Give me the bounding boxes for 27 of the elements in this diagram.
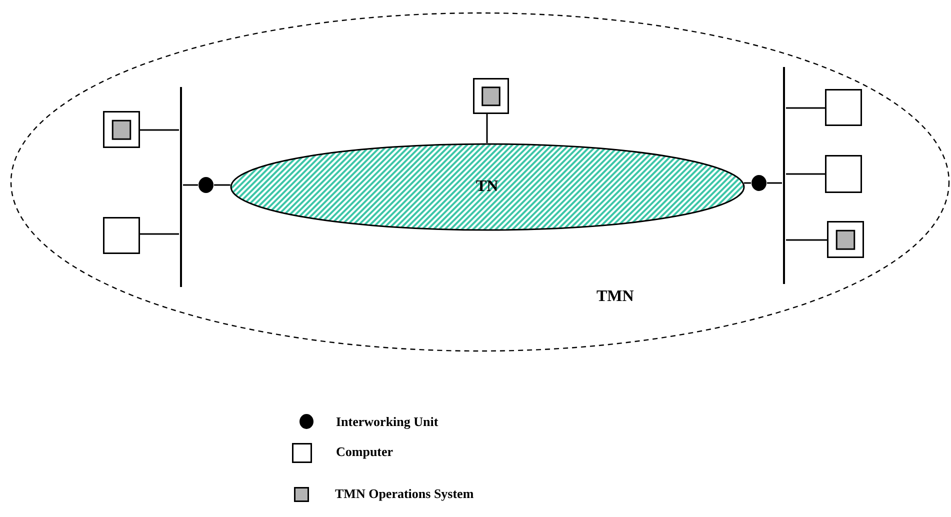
computer-box — [825, 89, 862, 126]
connector-line — [786, 239, 827, 241]
interworking-unit-dot — [751, 175, 767, 191]
connector-line — [767, 182, 782, 184]
network-label: TN — [476, 178, 498, 196]
connector-line — [486, 114, 488, 143]
legend-label: Computer — [336, 444, 394, 460]
computer-box — [103, 217, 140, 254]
network-boundary-ellipse — [10, 12, 950, 352]
connector-line — [183, 184, 198, 186]
connector-line — [214, 184, 230, 186]
connector-line — [140, 233, 179, 235]
legend-label: TMN Operations System — [335, 486, 474, 502]
interworking-unit-dot — [198, 177, 214, 193]
bus-line — [782, 67, 786, 284]
operations-system-box — [473, 78, 509, 114]
operations-system-box — [827, 221, 864, 258]
network-label: TMN — [596, 288, 634, 306]
bus-line — [179, 87, 183, 287]
connector-line — [786, 107, 825, 109]
network-ellipse — [230, 143, 745, 231]
connector-line — [140, 129, 179, 131]
legend-label: Interworking Unit — [336, 414, 438, 430]
connector-line — [786, 173, 825, 175]
computer-box — [825, 155, 862, 193]
connector-line — [744, 182, 751, 184]
operations-system-box — [103, 111, 140, 148]
